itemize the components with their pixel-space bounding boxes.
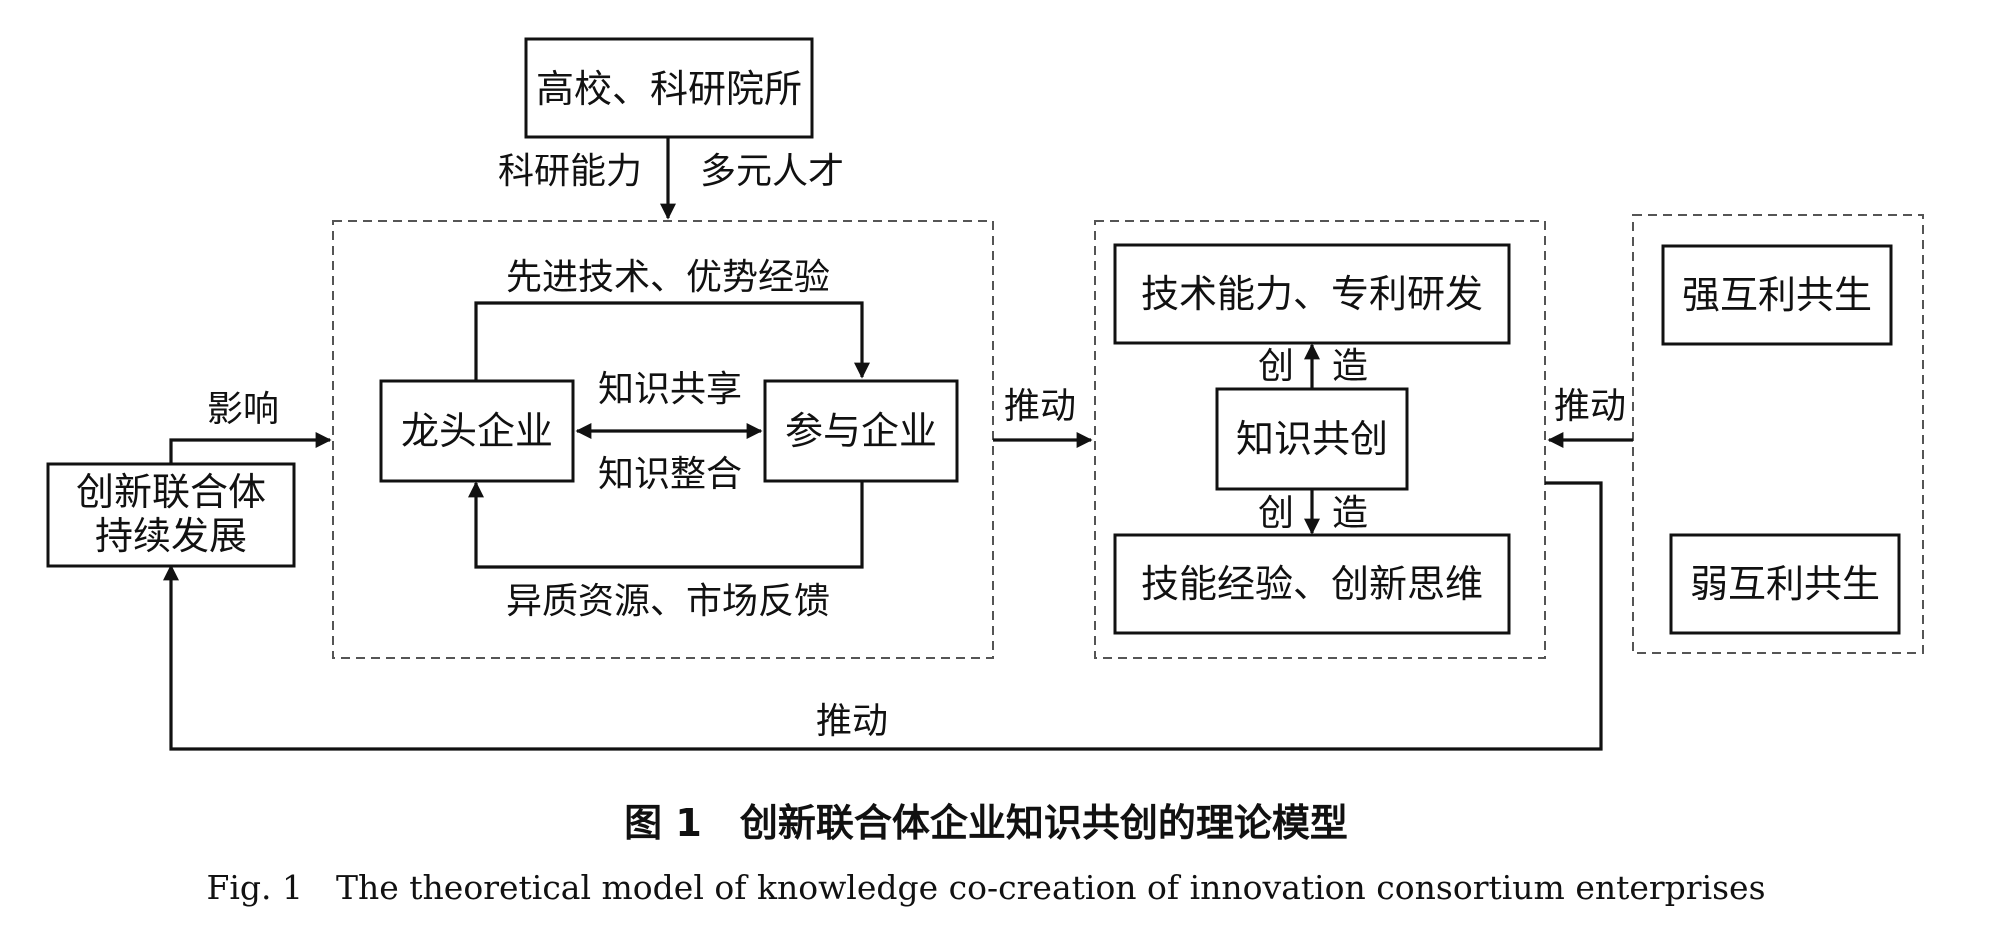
create-lower-left-label: 创 — [1258, 493, 1294, 534]
drive-bottom-label: 推动 — [816, 701, 888, 742]
weak-symbiosis-label: 弱互利共生 — [1690, 562, 1880, 606]
consortium-development-label-line2: 持续发展 — [95, 514, 247, 558]
influence-arrow — [169, 432, 332, 464]
advanced-tech-label: 先进技术、优势经验 — [506, 257, 830, 298]
tech-capability-box — [1113, 243, 1511, 345]
skills-experience-label: 技能经验、创新思维 — [1141, 562, 1483, 606]
figure-caption-english: Fig. 1 The theoretical model of knowledg… — [206, 868, 1765, 907]
create-lower-right-label: 造 — [1332, 493, 1368, 534]
knowledge-integration-label: 知识整合 — [598, 454, 742, 495]
diverse-talent-label: 多元人才 — [700, 151, 844, 192]
influence-label: 影响 — [207, 389, 279, 430]
research-capability-label: 科研能力 — [498, 151, 642, 192]
symbiosis-group-container — [1632, 214, 1924, 654]
universities-label: 高校、科研院所 — [536, 67, 802, 111]
figure-caption-chinese: 图 1 创新联合体企业知识共创的理论模型 — [624, 801, 1348, 845]
create-upper-right-label: 造 — [1332, 346, 1368, 387]
resources-feedback-arrow — [468, 481, 864, 569]
drive-bottom-arrow — [163, 481, 1603, 751]
cocreation-group-container — [1094, 220, 1546, 659]
leading-enterprise-label: 龙头企业 — [401, 409, 553, 453]
participating-enterprise-label: 参与企业 — [785, 409, 937, 453]
leading-enterprise-box — [379, 379, 575, 483]
drive-right-label: 推动 — [1554, 386, 1626, 427]
skills-experience-box — [1113, 533, 1511, 635]
create-upper-left-label: 创 — [1258, 346, 1294, 387]
heterogeneous-resources-label: 异质资源、市场反馈 — [506, 581, 830, 622]
drive-middle-label: 推动 — [1004, 386, 1076, 427]
knowledge-sharing-label: 知识共享 — [598, 369, 742, 410]
knowledge-cocreation-label: 知识共创 — [1236, 417, 1388, 461]
consortium-development-box — [46, 462, 296, 568]
tech-capability-label: 技术能力、专利研发 — [1141, 272, 1483, 316]
universities-box — [524, 37, 814, 139]
strong-symbiosis-box — [1661, 244, 1893, 346]
consortium-development-label-line1: 创新联合体 — [76, 470, 266, 514]
strong-symbiosis-label: 强互利共生 — [1682, 273, 1872, 317]
participating-enterprise-box — [763, 379, 959, 483]
advanced-tech-arrow — [474, 301, 870, 381]
knowledge-cocreation-box — [1215, 387, 1409, 491]
weak-symbiosis-box — [1669, 533, 1901, 635]
